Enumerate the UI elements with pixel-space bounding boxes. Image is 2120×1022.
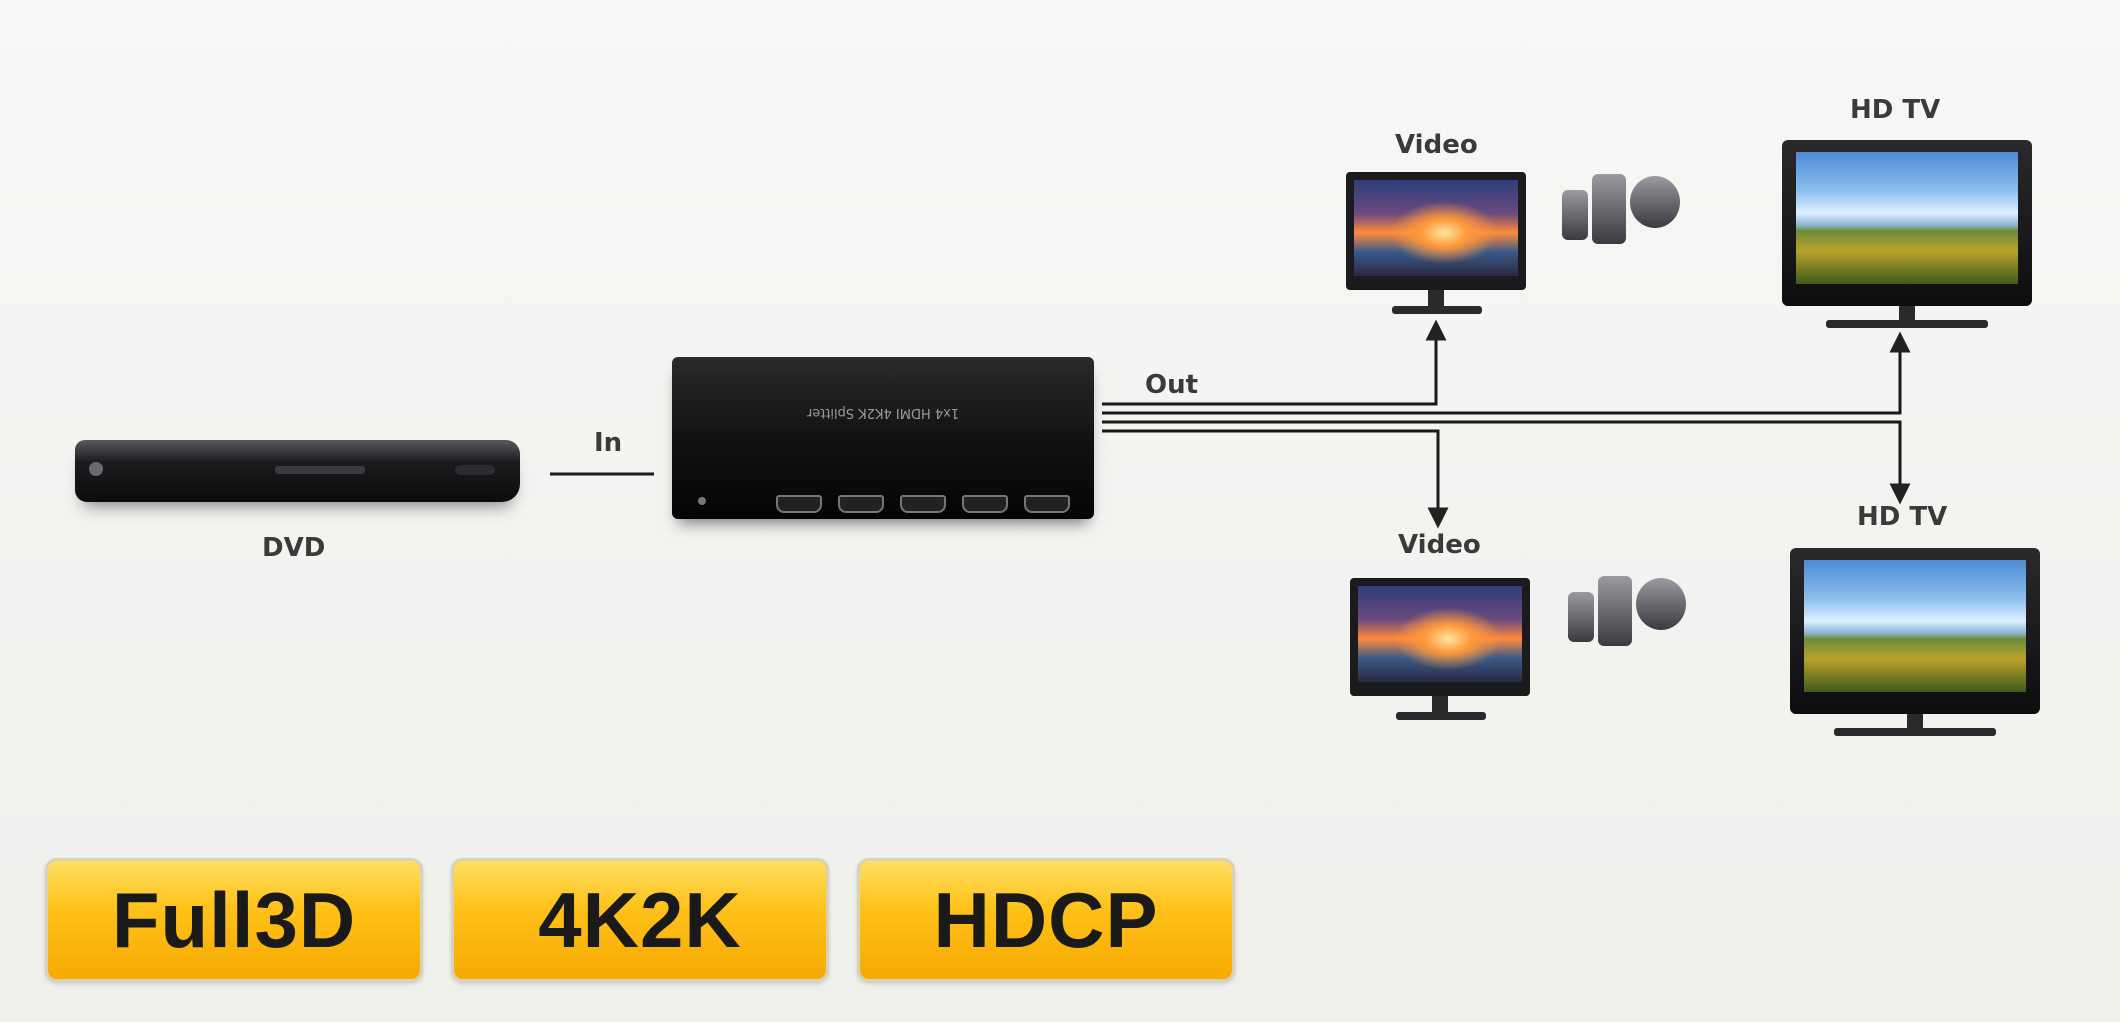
badge-label: HDCP: [933, 875, 1159, 964]
video-bottom-label: Video: [1398, 530, 1481, 560]
tv-stand: [1899, 306, 1915, 324]
badge-label: Full3D: [111, 875, 357, 964]
hdtv-bottom: [1790, 548, 2040, 736]
output-cable-hdtv-top: [1102, 331, 1911, 415]
monitor-foot: [1392, 306, 1482, 314]
monitor-foot: [1396, 712, 1486, 720]
hdtv-top-label: HD TV: [1850, 95, 1941, 125]
speakers-icon: [1568, 570, 1688, 660]
monitor-screen: [1358, 586, 1522, 682]
in-label: In: [594, 428, 623, 458]
feature-badge-hdcp: HDCP: [857, 858, 1235, 982]
output-cable-hdtv-bottom: [1102, 420, 1911, 505]
monitor-stand: [1428, 290, 1444, 308]
tv-screen: [1804, 560, 2026, 692]
hdmi-splitter: 1x4 HDMI 4K2K Splitter: [672, 357, 1094, 519]
feature-badge-4k2k: 4K2K: [451, 858, 829, 982]
power-button-icon: [89, 462, 103, 476]
monitor-screen: [1354, 180, 1518, 276]
video-top-label: Video: [1395, 130, 1478, 160]
hdtv-top: [1782, 140, 2032, 328]
badge-label: 4K2K: [538, 875, 742, 964]
tv-stand: [1907, 714, 1923, 732]
dvd-label: DVD: [262, 533, 326, 563]
hdmi-port-icon: [900, 495, 946, 513]
splitter-model-text: 1x4 HDMI 4K2K Splitter: [806, 405, 960, 420]
hdmi-port-icon: [776, 495, 822, 513]
power-led-icon: [698, 497, 706, 505]
video-monitor-top: [1346, 172, 1526, 314]
control-strip: [455, 465, 495, 475]
monitor-stand: [1432, 696, 1448, 714]
speakers-icon: [1562, 168, 1682, 258]
feature-badge-full3d: Full3D: [45, 858, 423, 982]
hdtv-bottom-label: HD TV: [1857, 502, 1948, 532]
video-monitor-bottom: [1350, 578, 1530, 720]
hdmi-port-icon: [962, 495, 1008, 513]
output-cable-video-bottom: [1102, 429, 1449, 529]
dvd-player: [75, 440, 520, 502]
output-cable-video-top: [1102, 319, 1447, 406]
tv-foot: [1834, 728, 1996, 736]
tv-screen: [1796, 152, 2018, 284]
tv-foot: [1826, 320, 1988, 328]
out-label: Out: [1145, 370, 1199, 400]
hdmi-port-icon: [838, 495, 884, 513]
hdmi-port-icon: [1024, 495, 1070, 513]
disc-slot: [275, 466, 365, 474]
